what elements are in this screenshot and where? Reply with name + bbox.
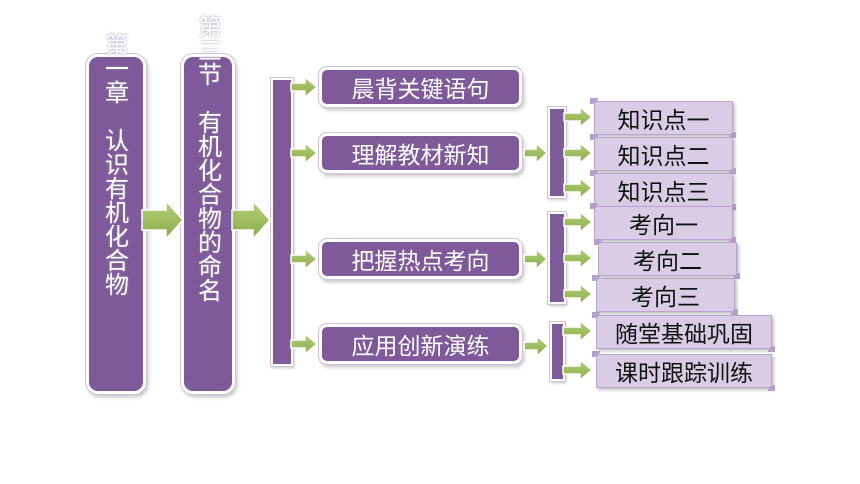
direction-connector-bar (548, 212, 566, 304)
arrow-to-direction-2 (563, 246, 594, 270)
knowledge-point-2[interactable]: 知识点二 (590, 134, 736, 174)
main-connector-bar (271, 78, 293, 366)
arrow-to-knowledge-2 (563, 141, 594, 165)
practice-item-class[interactable]: 随堂基础巩固 (592, 312, 775, 352)
arrow-to-knowledge-3 (563, 176, 594, 200)
knowledge-connector-bar (548, 107, 566, 198)
hot-direction-2[interactable]: 考向二 (594, 239, 740, 279)
arrow-to-item-3 (290, 247, 319, 271)
arrow-to-practice-2 (562, 358, 594, 382)
chapter-title: 第一章 认识有机化合物 (100, 32, 129, 296)
arrow-item2-to-bar (523, 141, 549, 165)
section-title: 第三节 有机化合物的命名 (193, 14, 222, 302)
knowledge-point-1[interactable]: 知识点一 (590, 98, 736, 138)
chapter-box (86, 54, 146, 394)
arrow-to-direction-1 (563, 210, 594, 234)
main-item-textbook-knowledge[interactable]: 理解教材新知 (319, 133, 522, 173)
practice-connector-bar (550, 322, 565, 381)
arrow-chapter-to-section (141, 199, 185, 241)
arrow-item4-to-bar (523, 334, 550, 358)
knowledge-point-3[interactable]: 知识点三 (590, 170, 736, 210)
arrow-to-knowledge-1 (563, 105, 594, 129)
arrow-section-to-bar (231, 199, 272, 241)
main-item-innovation-practice[interactable]: 应用创新演练 (319, 324, 522, 364)
hot-direction-1[interactable]: 考向一 (590, 203, 736, 243)
hot-direction-3[interactable]: 考向三 (592, 275, 738, 315)
arrow-to-practice-1 (562, 319, 594, 343)
arrow-to-item-4 (290, 332, 319, 356)
arrow-to-item-2 (290, 141, 319, 165)
main-item-hot-directions[interactable]: 把握热点考向 (319, 239, 522, 279)
arrow-item3-to-bar (523, 247, 549, 271)
arrow-to-direction-3 (563, 282, 594, 306)
main-item-morning-recitation[interactable]: 晨背关键语句 (319, 67, 522, 107)
practice-item-homework[interactable]: 课时跟踪训练 (592, 351, 775, 391)
arrow-to-item-1 (290, 75, 319, 99)
